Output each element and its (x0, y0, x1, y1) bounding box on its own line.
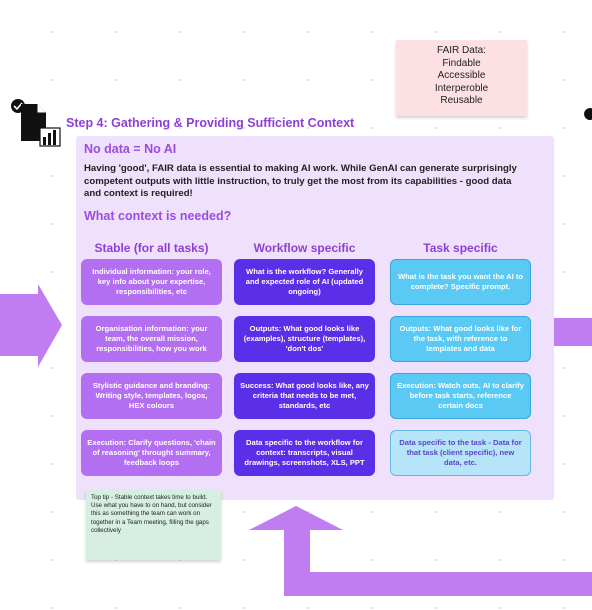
column-heading-stable: Stable (for all tasks) (94, 241, 209, 255)
top-tip-note: Top tip - Stable context takes time to b… (86, 490, 221, 560)
workflow-box: Success: What good looks like, any crite… (234, 373, 375, 419)
fair-note-line: Findable (442, 57, 481, 69)
fair-note-line: Reusable (440, 95, 483, 106)
document-chart-icon (11, 99, 61, 147)
partial-icon (584, 108, 592, 120)
what-context-heading: What context is needed? (84, 209, 232, 223)
workflow-box: Outputs: What good looks like (examples)… (234, 316, 375, 362)
stable-box: Execution: Clarify questions, 'chain of … (81, 430, 222, 476)
stable-box: Stylistic guidance and branding: Writing… (81, 373, 222, 419)
fair-note-line: Interperoble (434, 82, 489, 94)
bottom-arrow (249, 506, 592, 596)
fair-data-note: FAIR Data: Findable Accessible Interpero… (396, 40, 527, 116)
workflow-box: Data specific to the workflow for contex… (234, 430, 375, 476)
intro-text: Having 'good', FAIR data is essential to… (84, 163, 517, 199)
fair-note-line: FAIR Data: (437, 45, 486, 56)
stable-box: Organisation information: your team, the… (81, 316, 222, 362)
workflow-box: What is the workflow? Generally and expe… (234, 259, 375, 305)
column-heading-task: Task specific (423, 241, 498, 255)
right-arrow (554, 318, 592, 346)
step-title: Step 4: Gathering & Providing Sufficient… (66, 116, 355, 130)
task-box: Outputs: What good looks like for the ta… (390, 316, 531, 362)
task-box: Data specific to the task - Data for tha… (390, 430, 531, 476)
fair-note-line: Accessible (437, 70, 486, 81)
task-box: What is the task you want the AI to comp… (390, 259, 531, 305)
task-box: Execution: Watch outs, AI to clarify bef… (390, 373, 531, 419)
column-heading-workflow: Workflow specific (253, 241, 356, 255)
left-arrow (0, 284, 62, 367)
no-data-heading: No data = No AI (84, 142, 177, 156)
stable-box: Individual information: your role, key i… (81, 259, 222, 305)
